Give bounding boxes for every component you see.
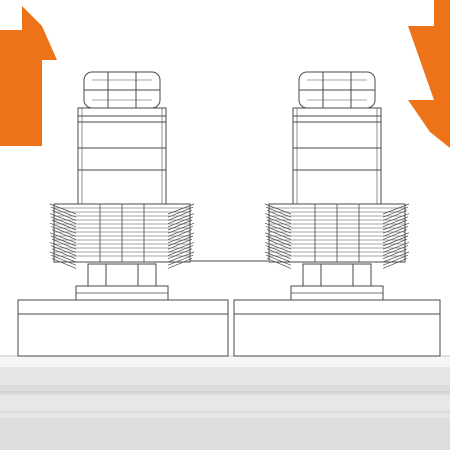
- arrow-up-icon: [0, 6, 57, 146]
- hex-nut: [83, 71, 161, 109]
- threaded-collar: [264, 203, 410, 269]
- right-fitting: [264, 71, 410, 301]
- base-rail: [0, 355, 450, 450]
- right-base-block: [233, 299, 441, 357]
- left-base-block: [17, 299, 229, 357]
- hex-nut: [298, 71, 376, 109]
- fitting-body: [77, 107, 167, 209]
- lower-nut: [302, 263, 372, 287]
- arrow-down-icon: [408, 0, 450, 148]
- fitting-body: [292, 107, 382, 209]
- lower-nut: [87, 263, 157, 287]
- left-fitting: [49, 71, 195, 301]
- foot-flange: [75, 285, 169, 301]
- threaded-collar: [49, 203, 195, 269]
- foot-flange: [290, 285, 384, 301]
